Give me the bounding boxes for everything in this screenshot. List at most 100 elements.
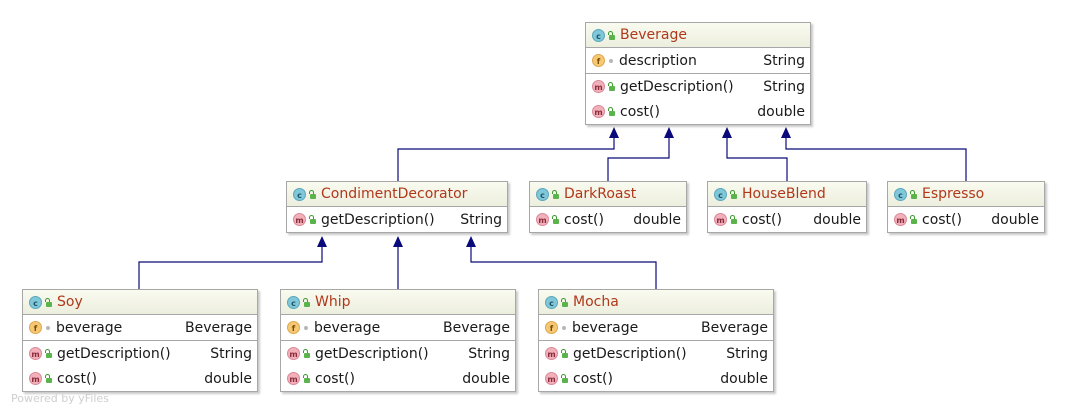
field-name: beverage [56,319,123,336]
class-icon: c [592,28,605,42]
edge-condiment-decorator-to-beverage [397,137,615,181]
method-icon: m [293,213,306,226]
method-return-type: double [462,370,510,387]
fields-section: f beverage Beverage [23,315,257,341]
class-name: Beverage [620,27,687,43]
field-type: Beverage [185,319,252,336]
method-cost[interactable]: m cost() double [888,207,1044,232]
method-name: cost() [564,211,604,228]
method-name: cost() [922,211,962,228]
inheritance-arrowhead [466,236,476,247]
method-icon: m [287,347,300,360]
method-return-type: String [468,345,510,362]
public-lock-icon [44,374,53,383]
method-icon: m [894,213,907,226]
public-lock-icon [308,189,317,199]
method-return-type: String [210,345,252,362]
field-name: beverage [314,319,381,336]
method-name: cost() [573,370,613,387]
method-icon: m [29,347,42,360]
class-icon: c [287,295,300,309]
public-lock-icon [560,297,569,307]
public-lock-icon [729,215,738,224]
public-lock-icon [302,297,311,307]
class-icon: c [714,187,727,201]
method-return-type: double [757,103,805,120]
public-lock-icon [308,215,317,224]
method-return-type: double [204,370,252,387]
inheritance-arrowhead [664,127,674,138]
field-icon: f [545,321,558,334]
public-lock-icon [607,107,616,116]
field-type: String [763,52,805,69]
method-name: cost() [57,370,97,387]
field-type: Beverage [443,319,510,336]
method-get-description[interactable]: m getDescription() String [539,341,773,366]
class-name: Espresso [922,186,985,202]
public-lock-icon [560,374,569,383]
method-return-type: double [633,211,681,228]
public-lock-icon [551,215,560,224]
field-beverage[interactable]: f beverage Beverage [23,315,257,340]
method-icon: m [545,347,558,360]
methods-section: m cost() double [888,207,1044,232]
class-name: Mocha [573,294,619,310]
method-return-type: String [763,78,805,95]
edge-espresso-to-beverage [785,137,967,181]
method-return-type: double [720,370,768,387]
package-dot-icon [609,58,613,63]
inheritance-arrowhead [317,236,327,247]
method-return-type: double [991,211,1039,228]
method-name: getDescription() [321,211,435,228]
method-name: getDescription() [573,345,687,362]
public-lock-icon [551,189,560,199]
public-lock-icon [560,349,569,358]
field-icon: f [29,321,42,334]
public-lock-icon [44,297,53,307]
method-icon: m [287,372,300,385]
edge-soy-to-condiment-decorator [138,246,323,289]
class-icon: c [29,295,42,309]
public-lock-icon [302,349,311,358]
field-name: beverage [572,319,639,336]
public-lock-icon [729,189,738,199]
class-header: c Whip [281,290,515,315]
method-return-type: String [726,345,768,362]
method-icon: m [714,213,727,226]
edge-mocha-to-condiment-decorator [470,246,657,289]
method-return-type: double [813,211,861,228]
class-name: Whip [315,294,351,310]
